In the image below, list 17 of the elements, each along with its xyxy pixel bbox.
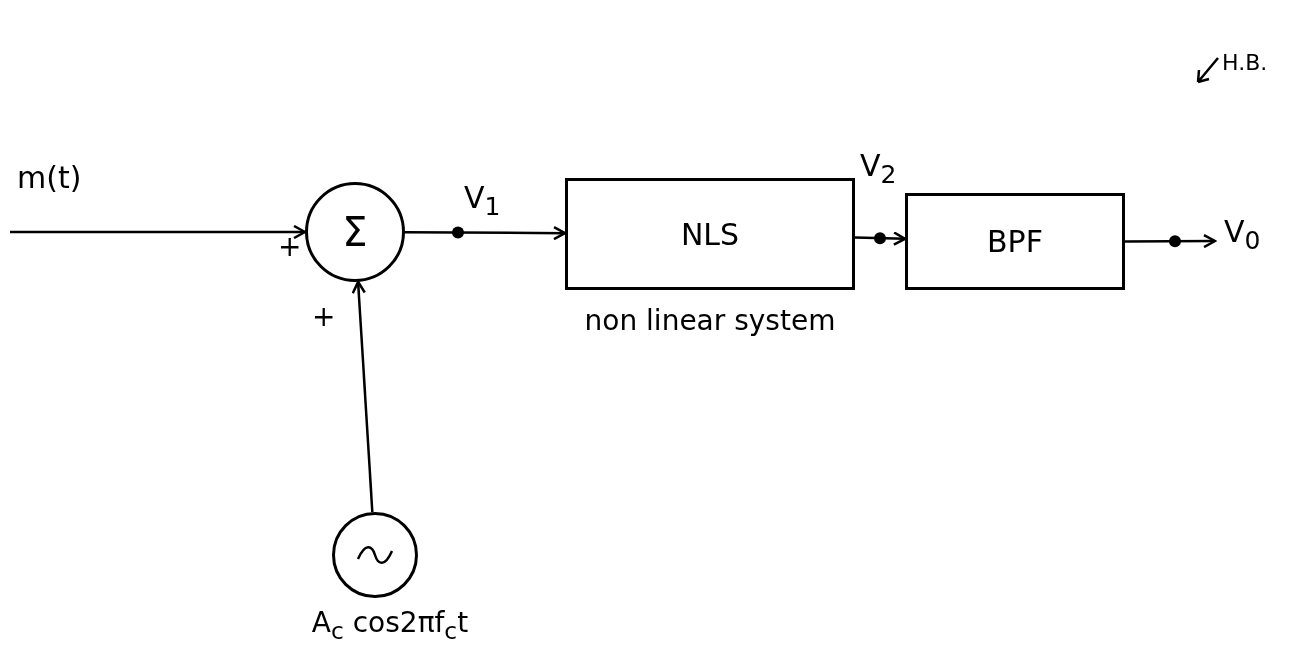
node-label: NLS <box>680 216 740 252</box>
arrow <box>10 224 307 240</box>
note-label: H.B. <box>1222 50 1268 75</box>
node-caption: A$_{c}$ cos2πf$_{c}$t <box>310 605 470 647</box>
process-box <box>905 193 1125 290</box>
summing-junction <box>305 182 405 282</box>
arrow <box>1125 233 1217 249</box>
arrow <box>351 280 374 513</box>
node-caption: non linear system <box>583 303 837 339</box>
process-box <box>565 178 855 290</box>
arrow <box>854 231 907 246</box>
sine-source-circle <box>332 512 418 598</box>
node-label: BPF <box>987 224 1043 259</box>
sign-label: + <box>312 300 336 333</box>
arrow <box>405 225 567 241</box>
sign-label: + <box>278 230 302 263</box>
node-label: Σ <box>342 209 368 255</box>
